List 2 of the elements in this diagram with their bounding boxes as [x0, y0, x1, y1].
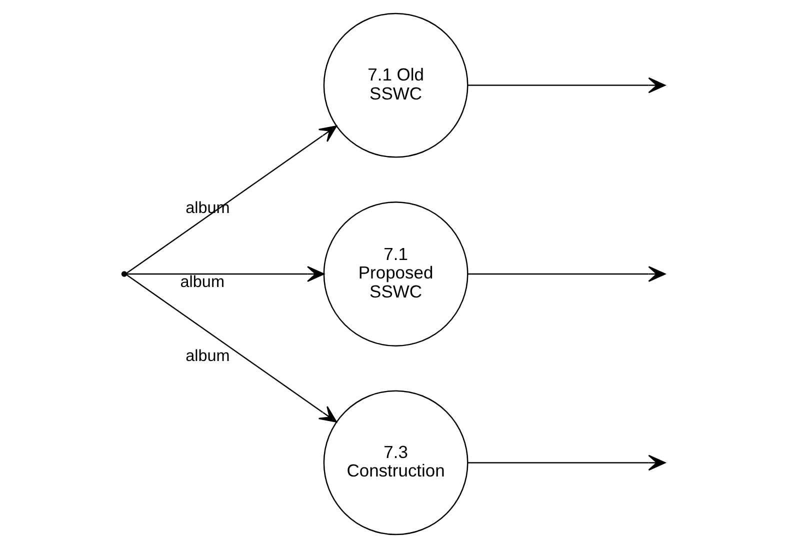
edge-label: album [180, 272, 224, 291]
edge-label: album [186, 346, 230, 365]
